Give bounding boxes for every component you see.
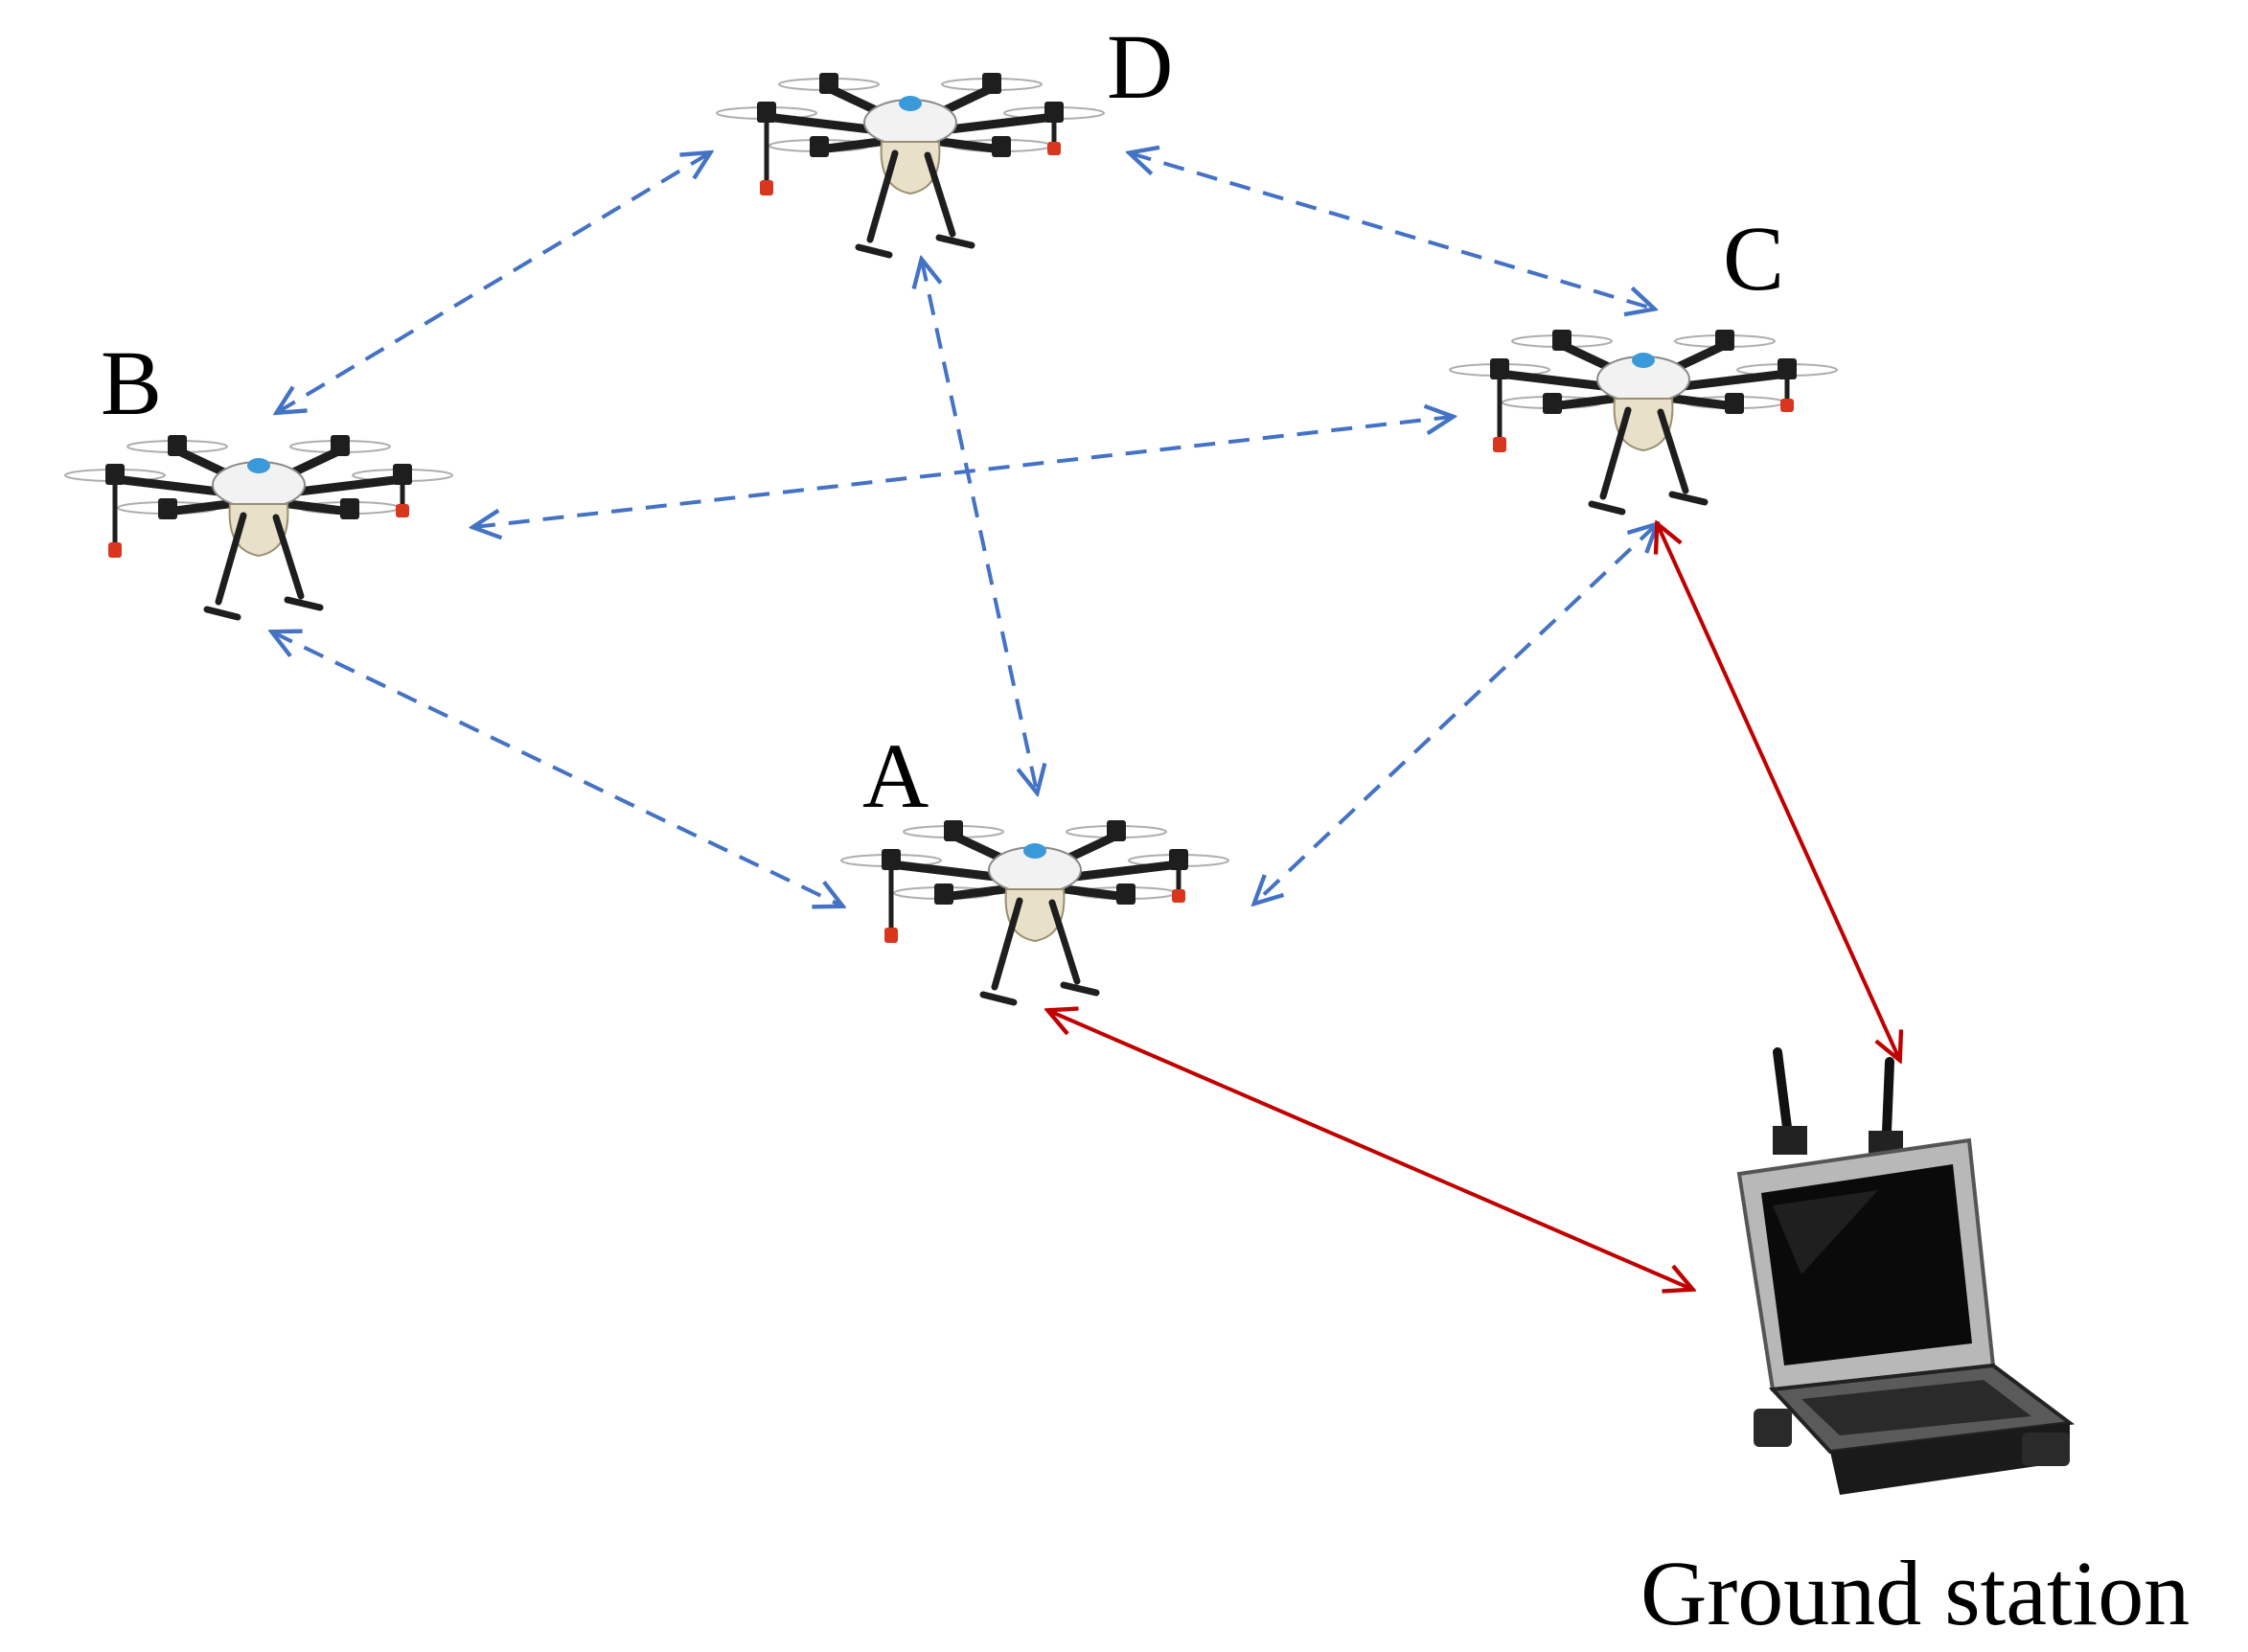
node-label-a: A	[862, 724, 929, 827]
link-d-c	[1131, 153, 1653, 309]
link-c-gs	[1658, 525, 1899, 1059]
drone-a-icon	[841, 820, 1228, 1002]
link-b-c	[474, 417, 1452, 527]
link-c-a	[1255, 525, 1656, 903]
links-layer	[273, 153, 1899, 1289]
drone-d-icon	[717, 73, 1104, 255]
drone-b-icon	[65, 435, 452, 617]
link-d-a	[922, 261, 1037, 792]
link-a-gs	[1049, 1011, 1691, 1289]
ground-station-label: Ground station	[1640, 1542, 2190, 1644]
drone-c-icon	[1450, 330, 1837, 512]
node-label-b: B	[101, 332, 162, 434]
link-b-a	[273, 632, 841, 906]
node-label-c: C	[1723, 207, 1784, 310]
node-label-d: D	[1107, 15, 1173, 118]
ground-station-laptop-icon	[1736, 1047, 2076, 1495]
link-d-b	[278, 153, 709, 412]
